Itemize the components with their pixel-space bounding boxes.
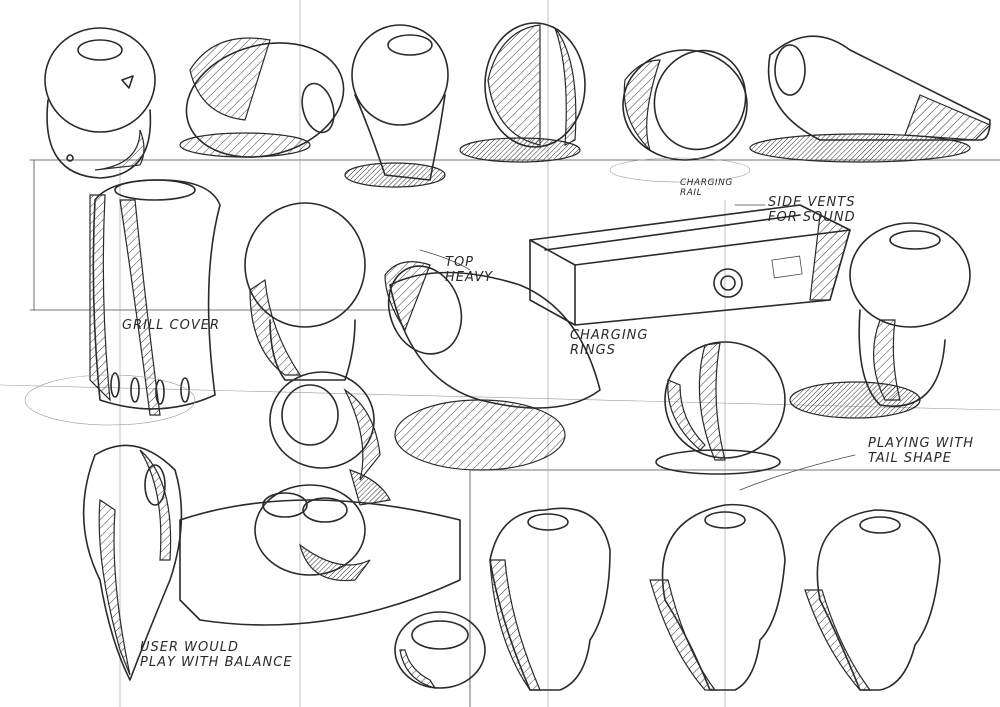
note-playing-tail: PLAYING WITH TAIL SHAPE [868, 436, 975, 466]
note-charging-rings: CHARGING RINGS [570, 328, 649, 358]
note-user-balance: USER WOULD PLAY WITH BALANCE [140, 640, 293, 670]
sketch-middle-row [24, 179, 971, 506]
annotation-leaders [419, 204, 856, 491]
note-grill-cover: GRILL COVER [122, 318, 221, 333]
sketch-top-row [44, 22, 992, 188]
note-top-heavy: TOP HEAVY [445, 255, 494, 285]
note-charging-rail: CHARGING RAIL [680, 178, 733, 198]
sketch-bottom-row [82, 444, 941, 691]
note-side-vents: SIDE VENTS FOR SOUND [768, 195, 856, 225]
